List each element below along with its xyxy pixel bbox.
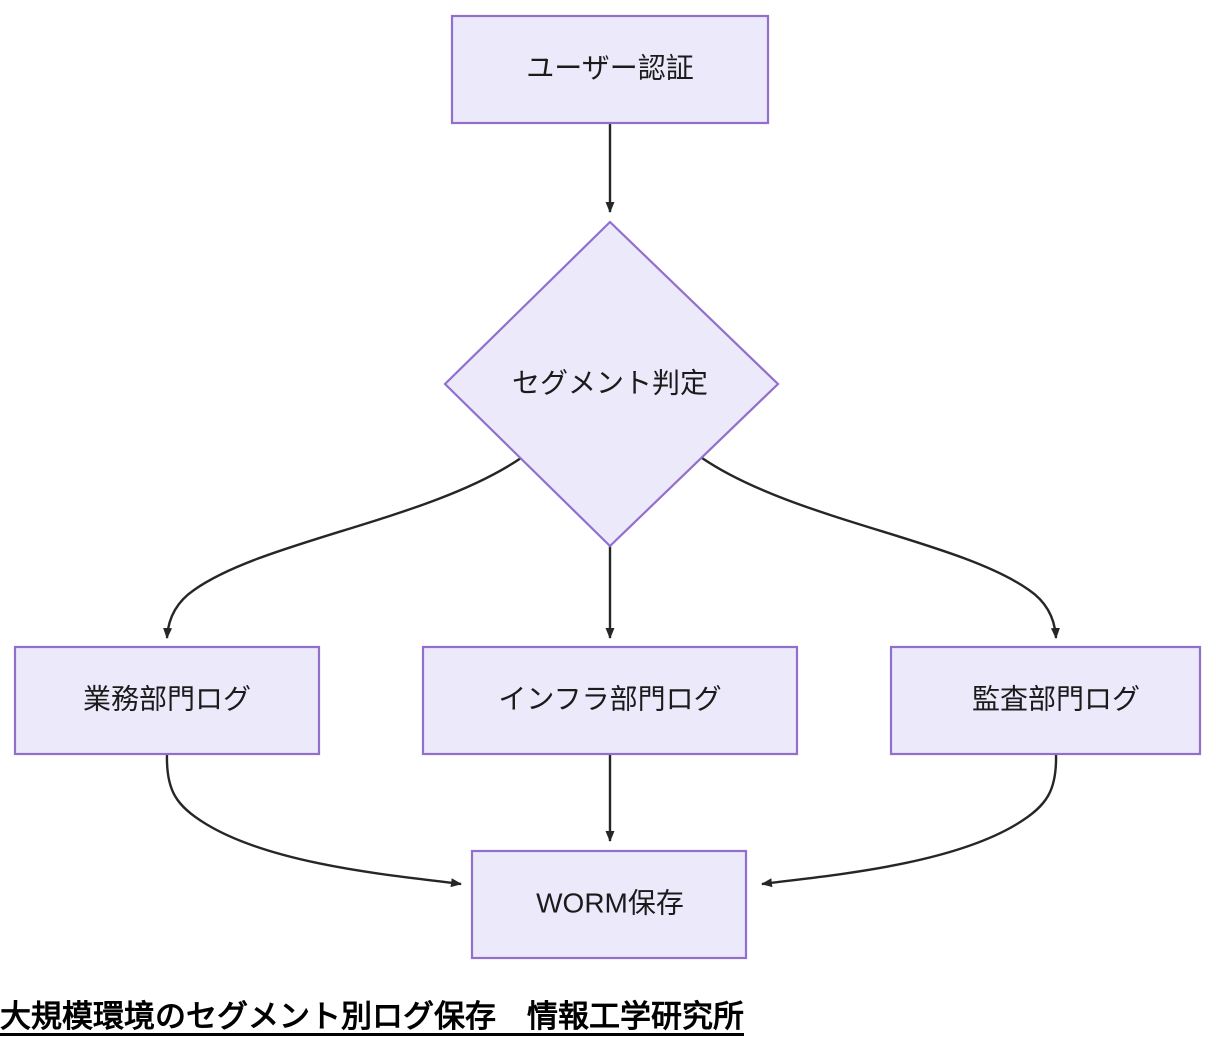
edge-audit-log-to-worm [761,753,1058,888]
node-infra-log-label: インフラ部門ログ [498,683,721,714]
edge-segment-to-audit-log [701,457,1060,639]
node-segment-shape [443,220,780,548]
node-worm-label: WORM保存 [536,887,684,918]
node-worm-storage[interactable]: WORM保存 [470,849,748,960]
node-business-log-shape [13,645,321,756]
node-auth-shape [450,14,770,125]
node-infrastructure-department-log[interactable]: インフラ部門ログ [421,645,799,756]
node-worm-shape [470,849,748,960]
node-audit-log-label: 監査部門ログ [972,683,1140,714]
node-auth-label: ユーザー認証 [526,52,693,83]
node-business-log-label: 業務部門ログ [83,683,251,714]
diagram-caption: 大規模環境のセグメント別ログ保存 情報工学研究所 [0,999,744,1034]
edge-segment-to-business-log [163,457,522,639]
node-business-department-log[interactable]: 業務部門ログ [13,645,321,756]
node-segment-decision[interactable]: セグメント判定 [443,220,780,548]
node-user-authentication[interactable]: ユーザー認証 [450,14,770,125]
node-audit-log-shape [889,645,1202,756]
edge-group [163,124,1060,888]
node-audit-department-log[interactable]: 監査部門ログ [889,645,1202,756]
edge-business-log-to-worm [165,753,462,888]
node-segment-label: セグメント判定 [512,367,708,398]
node-infra-log-shape [421,645,799,756]
